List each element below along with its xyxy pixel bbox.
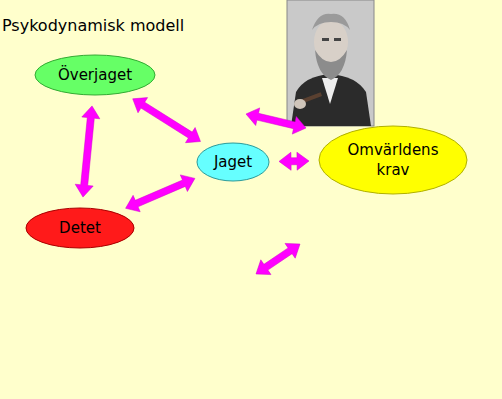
double-arrow (75, 106, 100, 197)
double-arrow (246, 108, 306, 134)
ellipse-shape (318, 125, 468, 195)
double-arrow (126, 175, 195, 212)
node-label: Jaget (214, 152, 252, 172)
double-arrow (133, 98, 201, 143)
node-label: Detet (59, 218, 101, 238)
portrait-photo (287, 0, 374, 126)
diagram-title: Psykodynamisk modell (2, 16, 184, 35)
node-label: Omvärldens krav (343, 140, 443, 181)
id-ellipse: Detet (25, 207, 135, 249)
ego-ellipse: Jaget (196, 142, 270, 182)
node-label: Överjaget (58, 65, 132, 85)
superego-ellipse: Överjaget (34, 54, 156, 96)
double-arrow (256, 243, 300, 274)
environment-ellipse: Omvärldens krav (318, 125, 468, 195)
double-arrow (279, 152, 309, 170)
